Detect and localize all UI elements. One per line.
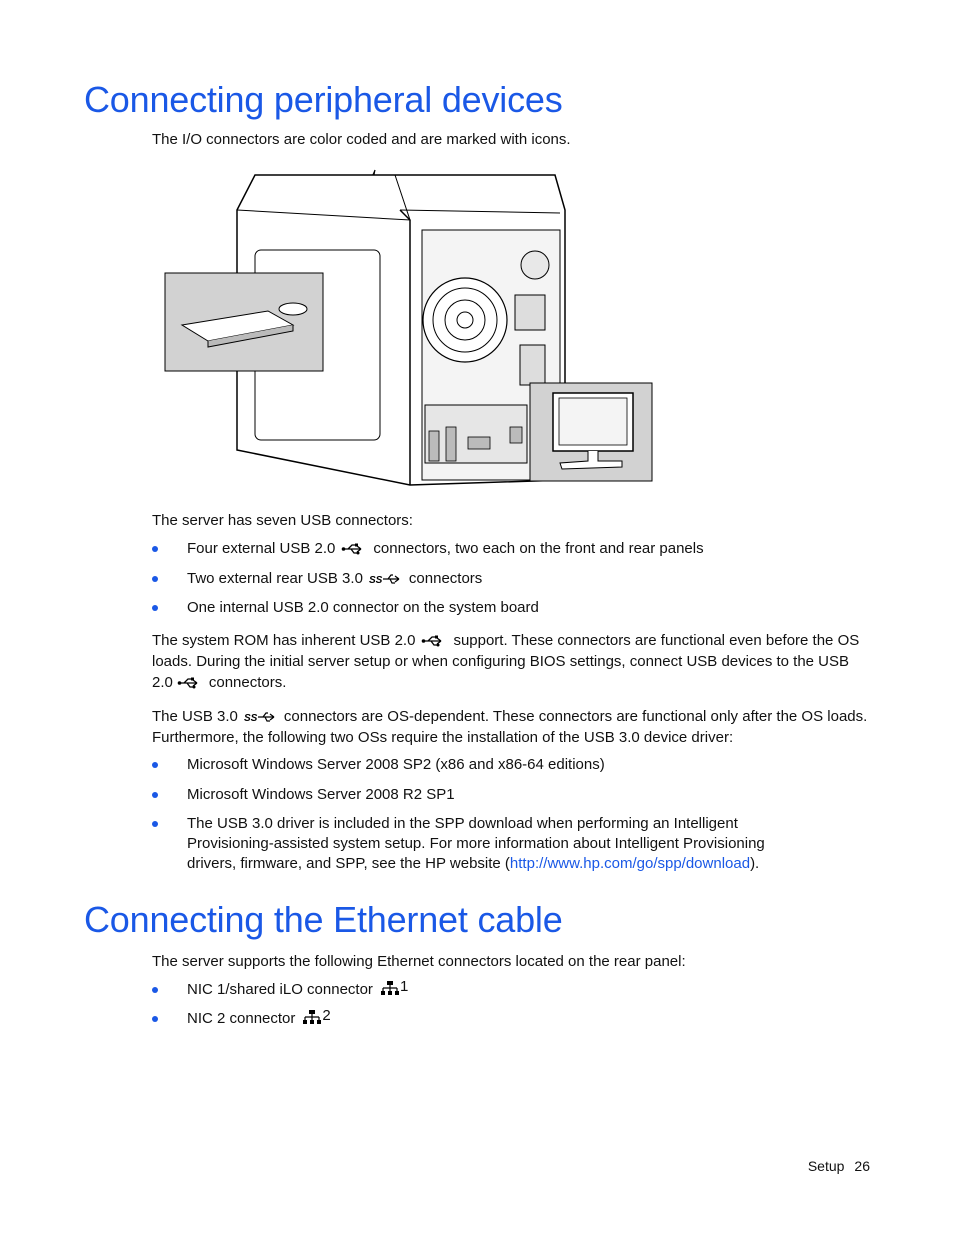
bullet-dot	[152, 792, 158, 798]
list-item-os-2008-r2: Microsoft Windows Server 2008 R2 SP1	[152, 785, 874, 805]
svg-text:SS: SS	[369, 575, 383, 586]
usb-icon	[422, 635, 442, 647]
bullet-dot	[152, 576, 158, 582]
list-item-usb2-internal: One internal USB 2.0 connector on the sy…	[152, 598, 874, 618]
network-icon	[303, 1010, 322, 1025]
usb-superspeed-icon: SS	[369, 573, 400, 586]
hp-spp-download-link[interactable]: http://www.hp.com/go/spp/download	[509, 855, 751, 872]
section-title-peripheral: Connecting peripheral devices	[84, 79, 563, 120]
bullet-dot	[152, 605, 158, 611]
footer-section: Setup	[807, 1158, 845, 1174]
usb-icon	[177, 677, 198, 689]
page-footer: Setup 26	[798, 1158, 870, 1174]
intro-text: The I/O connectors are color coded and a…	[152, 131, 571, 148]
list-item-usb3-driver: The USB 3.0 driver is included in the SP…	[152, 814, 874, 874]
bullet-dot	[152, 821, 158, 827]
page-number: 26	[854, 1158, 870, 1174]
bullet-dot	[152, 546, 158, 552]
list-item-os-2008-sp2: Microsoft Windows Server 2008 SP2 (x86 a…	[152, 755, 874, 775]
usb-intro-text: The server has seven USB connectors:	[152, 512, 413, 529]
ethernet-intro-text: The server supports the following Ethern…	[152, 953, 686, 970]
svg-text:SS: SS	[244, 713, 258, 724]
section-title-ethernet: Connecting the Ethernet cable	[84, 899, 563, 940]
usb-superspeed-icon: SS	[244, 711, 275, 724]
bullet-dot	[152, 1016, 158, 1022]
usb-icon	[342, 543, 362, 555]
network-icon	[380, 981, 399, 996]
server-rear-illustration	[164, 169, 653, 486]
bullet-dot	[152, 987, 158, 993]
bullet-dot	[152, 762, 158, 768]
